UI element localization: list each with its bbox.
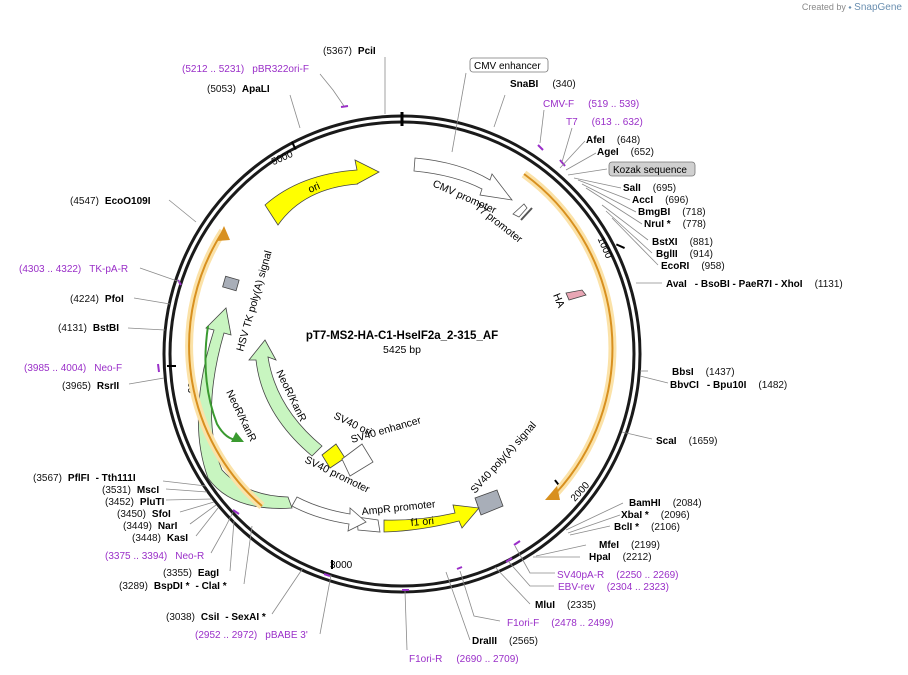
site-snabi: SnaBI(340) (510, 79, 576, 90)
site-pfoi: (4224)PfoI (70, 294, 124, 305)
site-apali: (5053)ApaLI (207, 84, 270, 95)
site-pcii: (5367)PciI (323, 46, 376, 57)
plasmid-name: pT7-MS2-HA-C1-HseIF2a_2-315_AF (306, 330, 498, 342)
site-agei: AgeI(652) (597, 147, 654, 158)
created-by-credit: Created by ⬩ SnapGene (802, 2, 902, 13)
neor-outer-label: NeoR/KanR (223, 388, 259, 444)
site-draiii: DraIII(2565) (472, 636, 538, 647)
enzyme-labels: (5367)PciI (5212 .. 5231)pBR322ori-F (50… (19, 46, 843, 665)
cmv-enhancer-box: CMV enhancer (469, 57, 549, 73)
primer-pbr322ori-f: (5212 .. 5231)pBR322ori-F (182, 64, 309, 75)
cmv-enhancer-label: CMV enhancer (474, 61, 541, 72)
primer-f1ori-r: F1ori-R(2690 .. 2709) (409, 654, 519, 665)
site-avai: AvaI- BsoBI - PaeR7I - XhoI(1131) (666, 279, 843, 290)
t7-promoter-feature: T7 promoter (472, 201, 533, 246)
sv40-ori-feature: SV40 ori SV40 enhancer (321, 410, 423, 477)
site-bglii: BglII(914) (656, 249, 713, 260)
site-mfei: MfeI(2199) (599, 540, 660, 551)
site-ecori: EcoRI(958) (661, 261, 725, 272)
primer-sv40pa-r: SV40pA-R(2250 .. 2269) (557, 570, 679, 581)
site-mlui: MluI(2335) (535, 600, 596, 611)
tick-5000: 5000 (270, 149, 295, 168)
sv40-polya-label: SV40 poly(A) signal (468, 419, 539, 496)
orf-right-feature (521, 170, 617, 500)
primer-ebv-rev: EBV-rev(2304 .. 2323) (558, 582, 669, 593)
site-bbsi: BbsI(1437) (672, 367, 735, 378)
site-ecoo109i: (4547)EcoO109I (70, 196, 151, 207)
primer-markers (157, 105, 566, 591)
site-xbai: XbaI *(2096) (621, 510, 690, 521)
site-sali: SalI(695) (623, 183, 676, 194)
ori-label: ori (306, 180, 322, 196)
orf-left-feature (185, 226, 265, 510)
kozak-sequence-box: Kozak sequence (608, 161, 696, 177)
primer-pbabe-3: (2952 .. 2972)pBABE 3' (195, 630, 308, 641)
site-acci: AccI(696) (632, 195, 688, 206)
site-pluti: (3452)PluTI (105, 497, 165, 508)
ori-feature: ori (264, 159, 380, 226)
site-kasi: (3448)KasI (132, 533, 188, 544)
site-afei: AfeI(648) (586, 135, 640, 146)
site-csii: (3038)CsiI- SexAI * (166, 612, 266, 623)
ha-feature: HA (550, 289, 587, 310)
kozak-label: Kozak sequence (613, 165, 687, 176)
primer-f1ori-f: F1ori-F(2478 .. 2499) (507, 618, 614, 629)
site-bstbi: (4131)BstBI (58, 323, 119, 334)
site-rsrii: (3965)RsrII (62, 381, 119, 392)
ha-label: HA (550, 292, 567, 310)
f1-ori-feature: f1 ori (383, 504, 480, 533)
site-bmgbi: BmgBI(718) (638, 207, 706, 218)
cmv-promoter-feature: CMV promoter (413, 157, 513, 217)
primer-tk-pa-r: (4303 .. 4322)TK-pA-R (19, 264, 128, 275)
credit-brand: SnapGene (854, 2, 902, 13)
site-msci: (3531)MscI (102, 485, 159, 496)
site-nrui: NruI *(778) (644, 219, 706, 230)
site-bstxi: BstXI(881) (652, 237, 713, 248)
site-bcli: BclI *(2106) (614, 522, 680, 533)
primer-t7: T7(613 .. 632) (566, 117, 643, 128)
site-scai: ScaI(1659) (656, 436, 717, 447)
f1-ori-label: f1 ori (410, 515, 434, 529)
primer-neo-r: (3375 .. 3394)Neo-R (105, 551, 204, 562)
hsv-tk-polya-feature: HSV TK poly(A) signal (222, 249, 275, 353)
neor-inner-feature: NeoR/KanR (248, 339, 323, 457)
site-hpai: HpaI(2212) (589, 552, 652, 563)
site-bamhi: BamHI(2084) (629, 498, 702, 509)
plasmid-backbone (162, 112, 642, 594)
tick-3000: 3000 (330, 560, 353, 571)
site-pflfi: (3567)PflFI- Tth111I (33, 473, 136, 484)
credit-prefix: Created by (801, 2, 846, 12)
t7-promoter-label: T7 promoter (472, 201, 525, 246)
site-sfoi: (3450)SfoI (117, 509, 171, 520)
primer-cmv-f: CMV-F(519 .. 539) (543, 99, 639, 110)
site-bspdi: (3289)BspDI *- ClaI * (119, 581, 227, 592)
site-bbvci: BbvCI- Bpu10I(1482) (670, 380, 787, 391)
site-eagi: (3355)EagI (163, 568, 219, 579)
sv40-polya-feature: SV40 poly(A) signal (468, 419, 539, 516)
site-nari: (3449)NarI (123, 521, 178, 532)
plasmid-size: 5425 bp (383, 344, 421, 356)
primer-neo-f: (3985 .. 4004)Neo-F (24, 363, 122, 374)
snapgene-logo-icon: ⬩ (848, 2, 852, 12)
leader-lines (127, 57, 669, 651)
hsv-tk-label: HSV TK poly(A) signal (234, 249, 274, 353)
